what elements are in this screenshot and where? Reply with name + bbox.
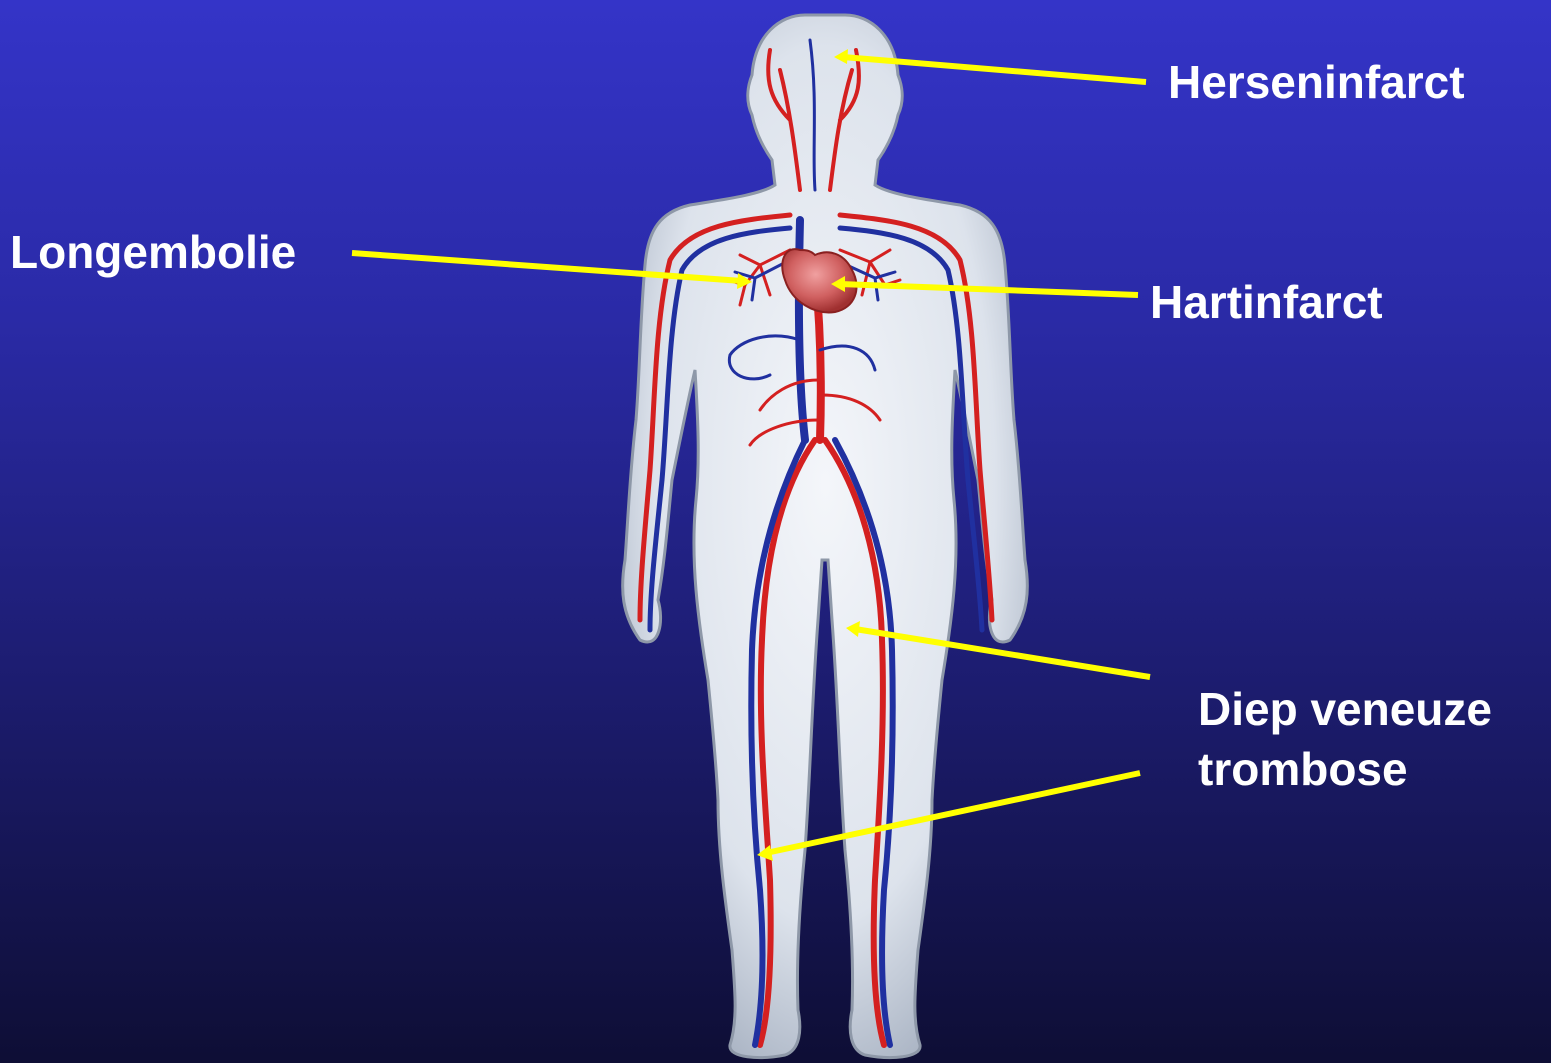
label-diep-veneuze-trombose-line2: trombose	[1198, 743, 1408, 795]
label-longembolie: Longembolie	[10, 226, 296, 278]
label-diep-veneuze-trombose-line1: Diep veneuze	[1198, 683, 1492, 735]
label-hartinfarct: Hartinfarct	[1150, 276, 1383, 328]
pointer-dvt-lower	[766, 773, 1140, 853]
human-body-illustration	[623, 15, 1028, 1058]
label-herseninfarct: Herseninfarct	[1168, 56, 1465, 108]
body-silhouette	[623, 15, 1028, 1058]
